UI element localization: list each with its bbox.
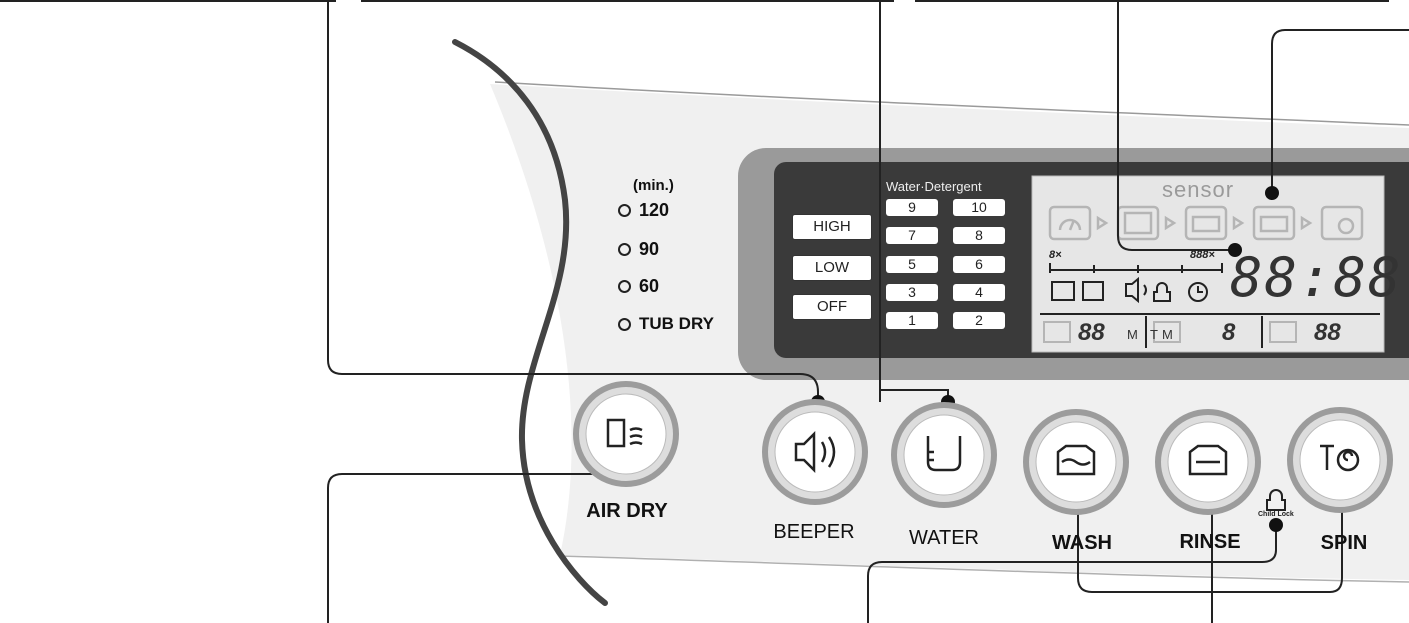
child-lock-label: Child Lock	[1258, 511, 1294, 518]
indicator-light-icon	[618, 280, 631, 293]
callout-box-left	[0, 0, 336, 2]
wash-label: WASH	[1052, 532, 1112, 554]
temp-option-low: LOW	[792, 255, 872, 281]
water-detergent-title: Water·Detergent	[886, 179, 982, 194]
lcd-progress-left: 8×	[1049, 249, 1062, 261]
child-lock-icon	[1266, 489, 1286, 511]
lcd-progress-right: 888×	[1190, 249, 1215, 261]
lcd-unit-t: T	[1150, 327, 1158, 342]
lcd-screen	[1031, 175, 1385, 353]
air-dry-label: AIR DRY	[586, 500, 668, 522]
lcd-wash-time: 88	[1078, 319, 1105, 346]
lcd-spin-time: 88	[1314, 319, 1341, 346]
indicator-light-icon	[618, 204, 631, 217]
temp-option-high: HIGH	[792, 214, 872, 240]
dry-time-unit: (min.)	[633, 177, 674, 194]
beeper-label: BEEPER	[773, 521, 855, 543]
lcd-unit-m: M	[1127, 327, 1138, 342]
lcd-rinse-count: 8	[1222, 319, 1236, 346]
callout-box-right	[915, 0, 1389, 2]
dry-option-120: 120	[618, 200, 669, 221]
dry-option-tub-dry: TUB DRY	[618, 314, 714, 334]
water-label: WATER	[909, 527, 979, 549]
water-level-8: 8	[953, 227, 1005, 244]
panel-curve	[452, 39, 608, 606]
dry-option-60: 60	[618, 276, 659, 297]
temp-option-off: OFF	[792, 294, 872, 320]
water-level-1: 1	[886, 312, 938, 329]
indicator-light-icon	[618, 243, 631, 256]
dry-option-90: 90	[618, 239, 659, 260]
water-level-6: 6	[953, 256, 1005, 273]
water-level-10: 10	[953, 199, 1005, 216]
lcd-status-icons	[1051, 276, 1208, 304]
lcd-sensor-label: sensor	[1162, 177, 1235, 202]
rinse-label: RINSE	[1179, 531, 1241, 553]
lcd-unit-m2: M	[1162, 327, 1173, 342]
lcd-progress-bar	[1049, 263, 1223, 273]
water-level-7: 7	[886, 227, 938, 244]
callout-box-middle	[361, 0, 894, 2]
water-level-5: 5	[886, 256, 938, 273]
water-level-3: 3	[886, 284, 938, 301]
course-icons	[1048, 205, 1364, 241]
indicator-light-icon	[618, 317, 631, 331]
water-level-4: 4	[953, 284, 1005, 301]
callout-lines	[327, 0, 1409, 623]
lcd-time-readout: 88:88	[1230, 246, 1403, 309]
spin-label: SPIN	[1320, 532, 1368, 554]
water-level-9: 9	[886, 199, 938, 216]
water-level-2: 2	[953, 312, 1005, 329]
